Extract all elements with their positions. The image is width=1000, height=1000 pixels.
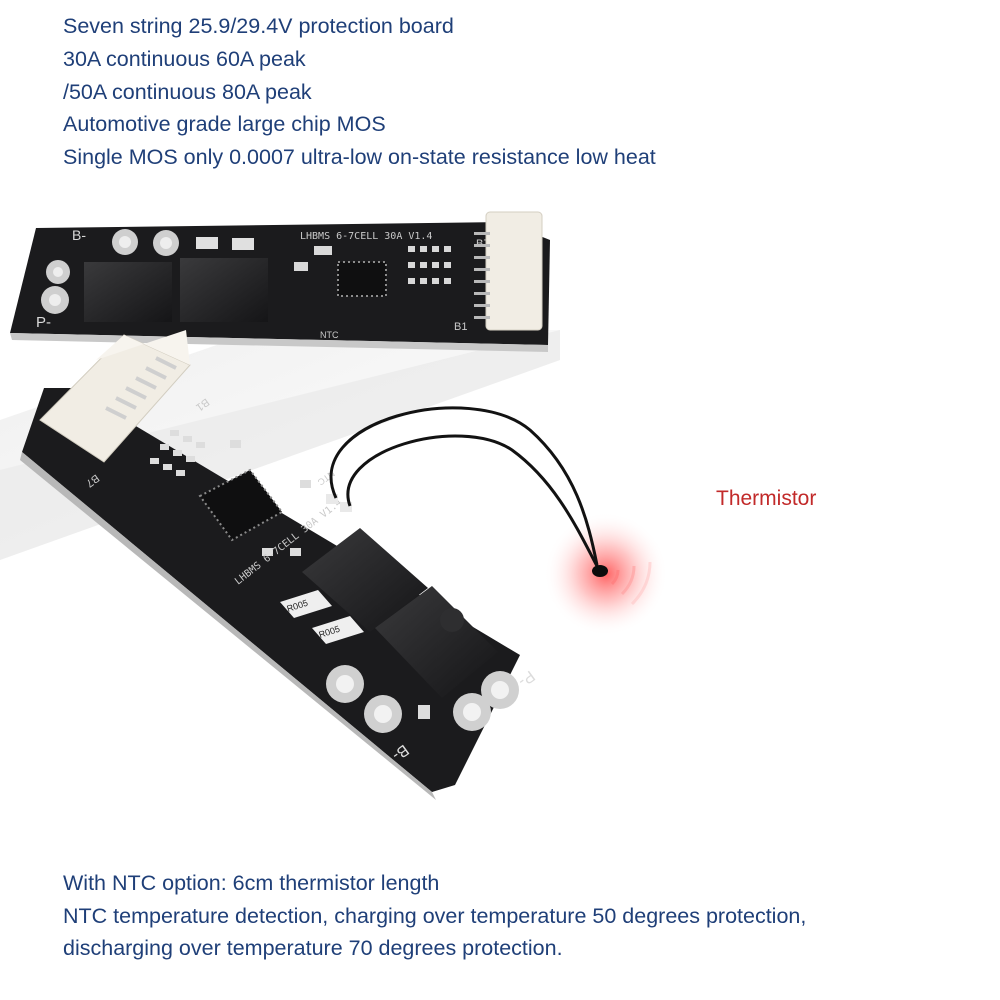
ntc-label: NTC bbox=[315, 468, 336, 487]
ntc-label: NTC bbox=[320, 330, 339, 340]
spec-line: /50A continuous 80A peak bbox=[63, 79, 312, 104]
spec-line: Single MOS only 0.0007 ultra-low on-stat… bbox=[63, 145, 656, 170]
balance-connector bbox=[39, 330, 191, 463]
ntc-line: With NTC option: 6cm thermistor length bbox=[63, 871, 440, 895]
ntc-notes: With NTC option: 6cm thermistor length N… bbox=[63, 867, 806, 965]
thermistor-probe bbox=[329, 406, 668, 636]
ntc-line: NTC temperature detection, charging over… bbox=[63, 903, 807, 928]
pad-label: P- bbox=[36, 314, 51, 331]
spec-line: Seven string 25.9/29.4V protection board bbox=[63, 14, 454, 38]
spec-list: Seven string 25.9/29.4V protection board… bbox=[63, 10, 656, 174]
spec-line: Automotive grade large chip MOS bbox=[63, 112, 386, 137]
pcb-board-front: R005 R005 LHBMS 6-7CELL 30A V1.4 B- P- B… bbox=[20, 330, 538, 800]
pad-holes bbox=[326, 665, 519, 733]
shunt-resistors: R005 R005 bbox=[280, 590, 364, 644]
pad-holes bbox=[41, 229, 179, 314]
product-photo: LHBMS 6-7CELL 30A V1.4 B- P- B7 B1 NTC bbox=[0, 211, 668, 800]
pcb-board-top: LHBMS 6-7CELL 30A V1.4 B- P- B7 B1 NTC bbox=[10, 211, 550, 352]
thermistor-callout: Thermistor bbox=[716, 487, 817, 510]
pad-label: B- bbox=[72, 227, 86, 243]
spec-line: 30A continuous 60A peak bbox=[63, 46, 306, 71]
connector-label: B1 bbox=[454, 321, 467, 333]
balance-connector bbox=[474, 211, 543, 331]
silkscreen-text: LHBMS 6-7CELL 30A V1.4 bbox=[300, 231, 432, 242]
ntc-line: discharging over temperature 70 degrees … bbox=[63, 936, 563, 960]
